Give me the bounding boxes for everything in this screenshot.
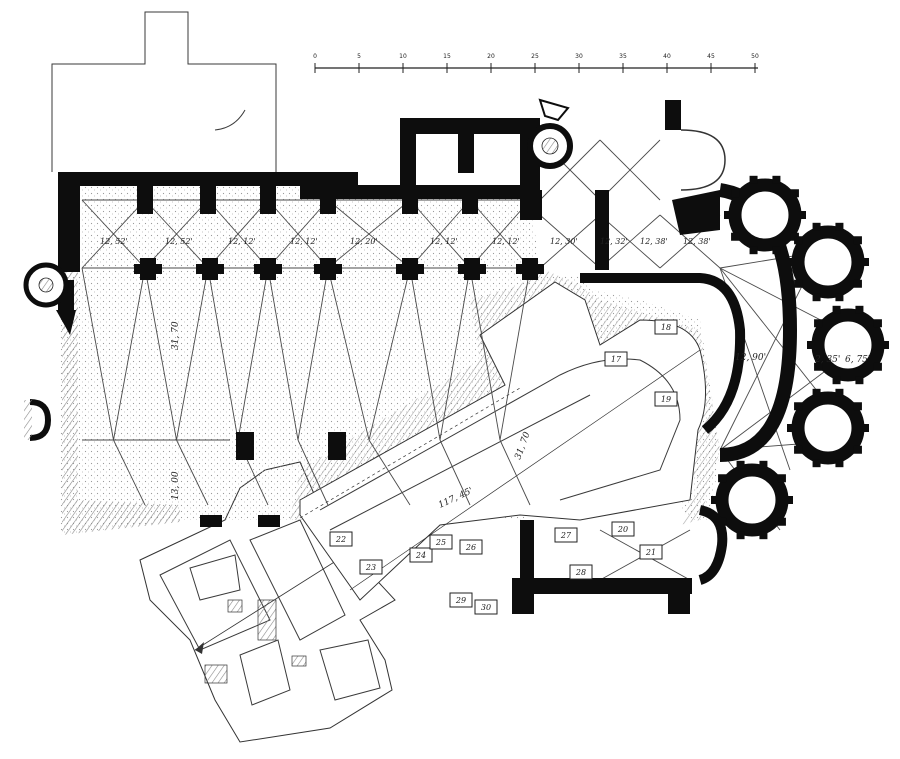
room-tag: 24	[409, 547, 433, 563]
north-stair-turret	[527, 98, 573, 169]
scale-tick-label: 40	[663, 53, 671, 60]
bay-dimension-label: 12, 32'	[600, 237, 628, 246]
church-walls	[58, 100, 889, 614]
chapel-axis-dim: 12, 90'	[735, 353, 766, 363]
scale-tick-label: 45	[707, 53, 715, 60]
scale-tick-label: 30	[575, 53, 583, 60]
room-tag: 30	[474, 599, 498, 615]
apse-small-dim: 2, 35'	[814, 355, 840, 365]
room-tag-number: 19	[661, 395, 671, 404]
bay-labels: 12, 52' 12, 52' 12, 12' 12, 12' 12, 20' 12, 1…	[100, 237, 711, 246]
west-apse	[23, 262, 76, 335]
room-tag-number: 24	[415, 551, 426, 560]
room-tag-number: 21	[645, 548, 656, 557]
aisle-width-dim: 13, 00	[171, 471, 181, 500]
apse-radius-dim: 6, 75'	[845, 355, 870, 365]
room-tag: 28	[569, 564, 593, 580]
room-tag: 17	[604, 351, 628, 367]
room-tag: 29	[449, 592, 473, 608]
room-tag: 19	[654, 391, 678, 407]
scale-tick-label: 5	[357, 53, 361, 60]
south-west-niche	[24, 399, 52, 441]
wall-buttress	[320, 186, 336, 214]
south-east-apsidiole	[698, 505, 728, 585]
room-tag-number: 27	[560, 531, 572, 540]
bay-dimension-label: 12, 20'	[350, 237, 378, 246]
room-tag-number: 30	[481, 603, 491, 612]
bay-dimension-label: 12, 38'	[683, 237, 711, 246]
room-tag-number: 17	[611, 355, 622, 364]
wall-buttress	[260, 186, 276, 214]
room-tag-number: 25	[435, 538, 446, 547]
radiating-chapel	[787, 388, 869, 468]
scale-bar: 0 5 10 15 20 25 30 35 40 45 50	[313, 53, 759, 73]
scale-tick-label: 15	[443, 53, 451, 60]
bay-dimension-label: 12, 12'	[290, 237, 318, 246]
radiating-chapel	[787, 222, 869, 302]
scale-tick-label: 0	[313, 53, 317, 60]
scale-tick-label: 25	[531, 53, 539, 60]
radiating-chapel	[724, 175, 806, 255]
bay-dimension-label: 12, 12'	[228, 237, 256, 246]
westwork-outline	[51, 11, 277, 172]
room-tag: 21	[639, 544, 663, 560]
room-tag: 18	[654, 319, 678, 335]
wall-buttress	[200, 186, 216, 214]
room-tag: 23	[359, 559, 383, 575]
room-tag-number: 20	[617, 525, 628, 534]
room-tag: 26	[459, 539, 483, 555]
scale-tick-label: 35	[619, 53, 627, 60]
room-tag-number: 29	[455, 596, 466, 605]
scale-tick-label: 10	[399, 53, 407, 60]
room-tag: 25	[429, 534, 453, 550]
wall-buttress	[522, 186, 538, 214]
nave-width-dim: 31, 70	[171, 321, 181, 350]
bay-dimension-label: 12, 52'	[100, 237, 128, 246]
room-tag-number: 22	[335, 535, 346, 544]
room-tag-number: 18	[661, 323, 671, 332]
room-tag-number: 23	[365, 563, 376, 572]
room-tag: 22	[329, 531, 353, 547]
later-diagonal-building	[299, 281, 706, 601]
north-east-apsidiole	[680, 129, 726, 191]
wall-buttress	[462, 186, 478, 214]
room-tag: 27	[554, 527, 578, 543]
room-tag-number: 28	[575, 568, 586, 577]
wall-buttress	[402, 186, 418, 214]
scale-tick-label: 20	[487, 53, 495, 60]
scale-tick-label: 50	[751, 53, 759, 60]
nave-vaults	[81, 199, 540, 506]
radiating-chapel	[807, 305, 889, 385]
room-tag-number: 26	[465, 543, 476, 552]
bay-dimension-label: 12, 52'	[165, 237, 193, 246]
wall-buttress	[137, 186, 153, 214]
bay-dimension-label: 12, 12'	[492, 237, 520, 246]
room-tag: 20	[611, 521, 635, 537]
room-tags: 17 18 19 20 21 22 23 24 25 26 27 28 29 30	[329, 319, 678, 615]
bay-dimension-label: 12, 30'	[550, 237, 578, 246]
bay-dimension-label: 12, 12'	[430, 237, 458, 246]
bay-dimension-label: 12, 38'	[640, 237, 668, 246]
